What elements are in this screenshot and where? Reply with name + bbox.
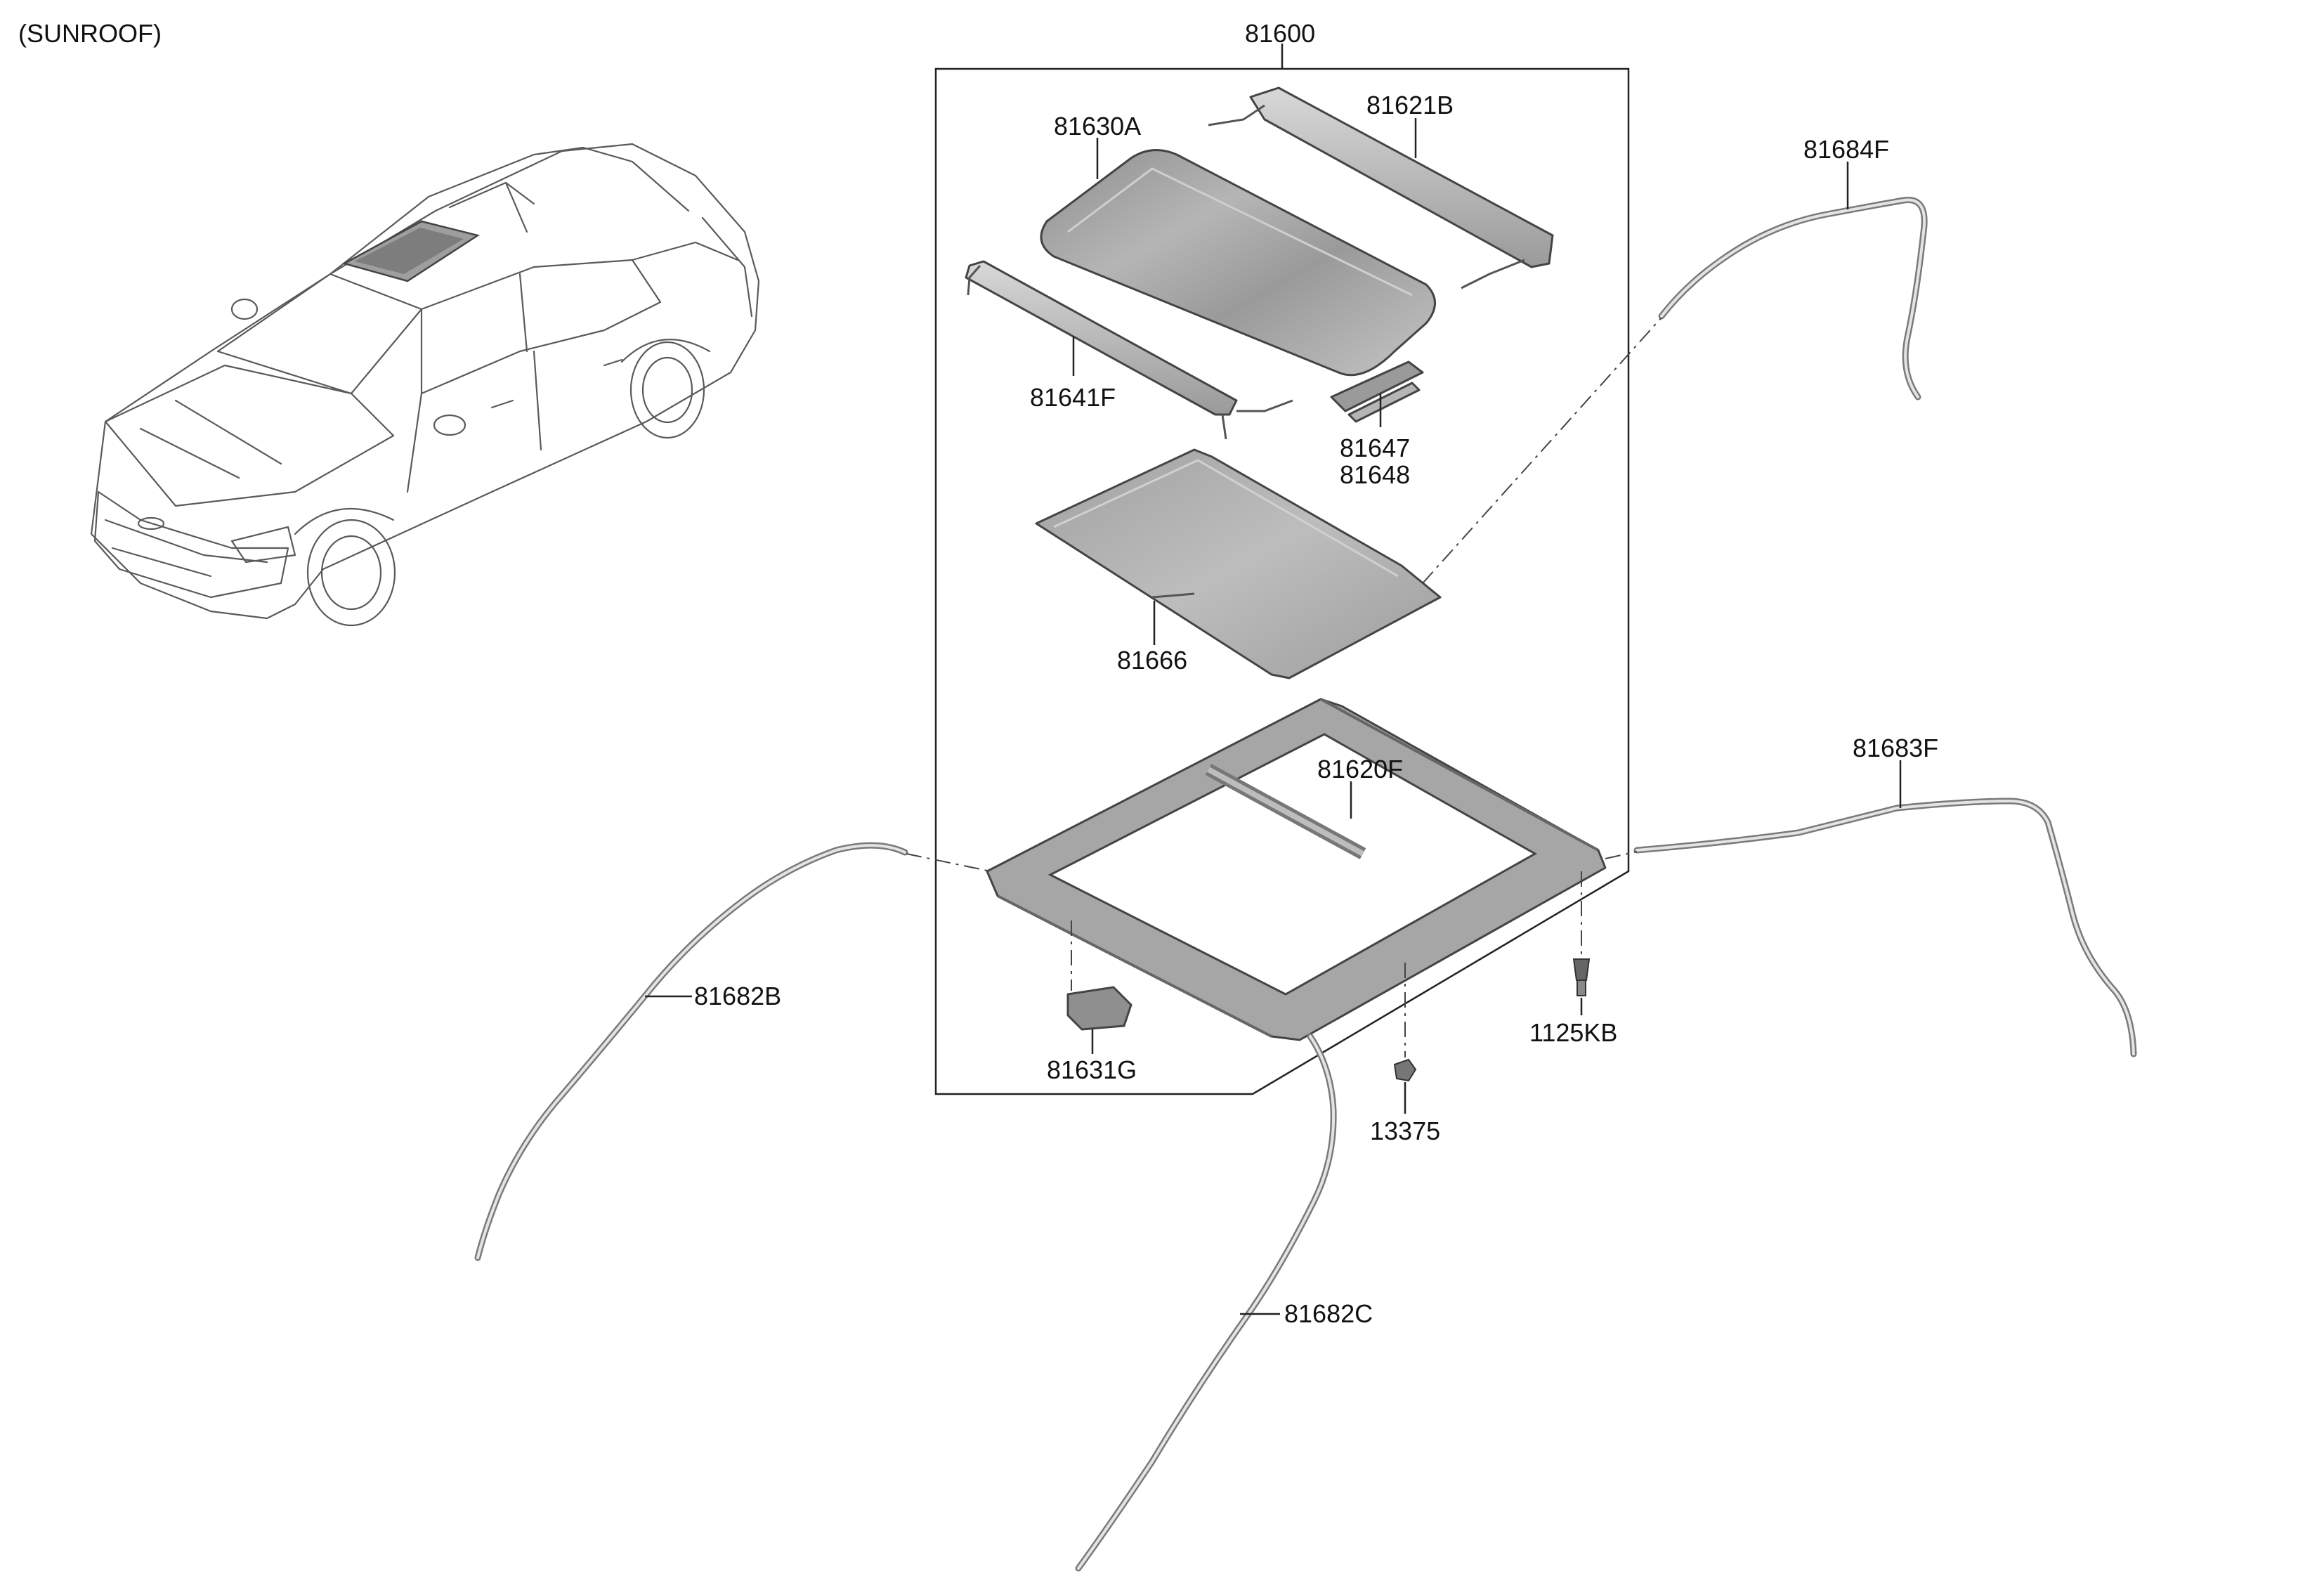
assembly-label: 81600 [1245,19,1315,48]
label-drain-front-right: 81684F [1803,135,1889,164]
car-illustration [90,143,760,627]
sunshade-part [1035,448,1442,679]
bolt-part [1572,958,1591,996]
label-nut: 13375 [1370,1117,1440,1145]
label-sunshade: 81666 [1117,646,1187,675]
rear-rail-part [965,260,1293,440]
label-bracket-b: 81648 [1340,460,1410,489]
label-front-rail: 81621B [1366,91,1454,119]
label-drain-rear-right: 81683F [1853,734,1938,762]
drain-hose-rear-left [1075,1033,1337,1572]
assembly-box [934,67,1630,1095]
frame-part [986,698,1607,1041]
label-frame: 81620F [1317,755,1403,783]
front-rail-part [1208,86,1554,289]
label-bracket-a: 81647 [1340,434,1410,462]
glass-panel-part [1040,149,1436,377]
label-drain-rear-left: 81682C [1284,1299,1373,1328]
label-rear-rail: 81641F [1030,383,1116,412]
label-drain-front-left: 81682B [694,982,781,1010]
bracket-part [1330,360,1424,423]
label-motor: 81631G [1047,1055,1137,1084]
label-glass: 81630A [1054,112,1141,141]
label-bolt: 1125KB [1529,1018,1617,1047]
section-title: (SUNROOF) [18,19,162,48]
drain-hose-rear-right [1633,798,2137,1057]
nut-part [1393,1058,1417,1082]
motor-part [1066,986,1132,1031]
drain-hose-front-left [474,842,908,1261]
drain-hose-front-right [1658,197,1928,401]
